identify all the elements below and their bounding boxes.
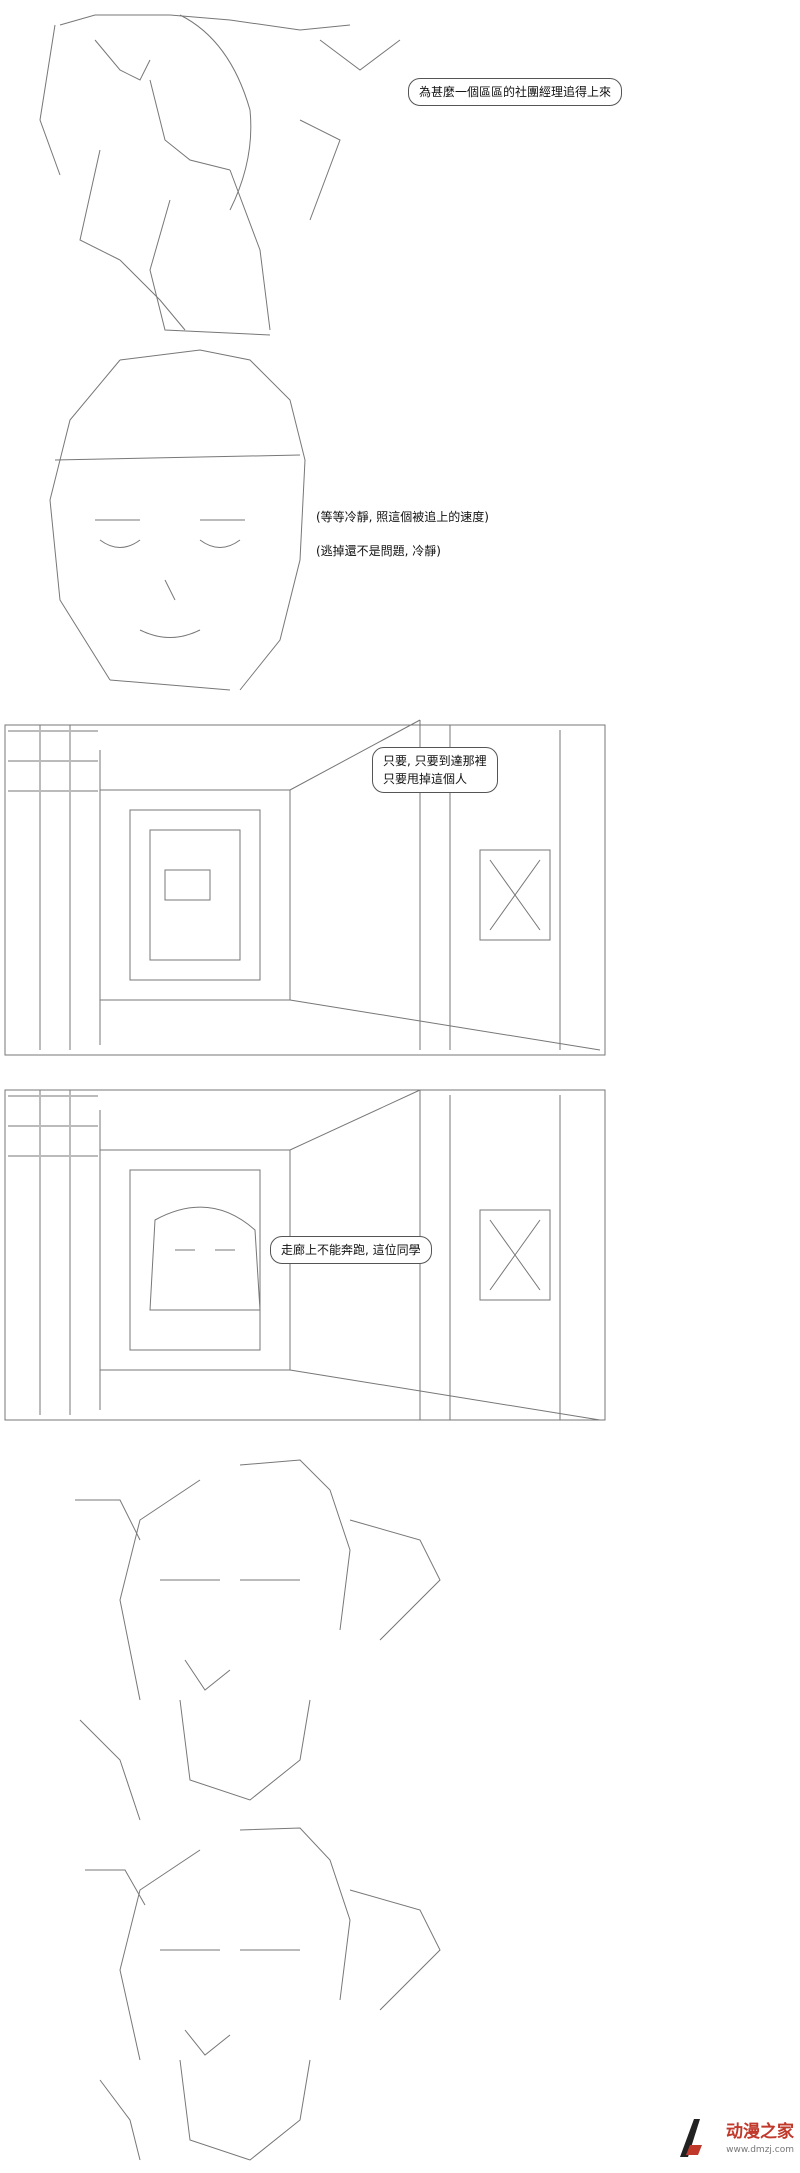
bubble-line: (等等冷靜, 照這個被追上的速度) xyxy=(316,510,489,524)
bubble-line: 走廊上不能奔跑, 這位同學 xyxy=(281,1243,421,1257)
watermark-logo-icon xyxy=(680,2119,702,2157)
panel-5-figure xyxy=(75,1459,441,1821)
panel-4-speech-bubble: 走廊上不能奔跑, 這位同學 xyxy=(270,1236,432,1264)
watermark-brand: 动漫之家 xyxy=(726,2122,794,2142)
bubble-line: (逃掉還不是問題, 冷靜) xyxy=(316,544,441,558)
panel-1-figure xyxy=(39,14,401,336)
panel-2-thought-1: (等等冷靜, 照這個被追上的速度) xyxy=(316,508,489,526)
bubble-line: 只要, 只要到達那裡 xyxy=(383,754,487,768)
watermark-url: www.dmzj.com xyxy=(726,2145,794,2155)
bubble-line: 為甚麼一個區區的社團經理追得上來 xyxy=(419,85,612,99)
panel-4-corridor xyxy=(4,1089,606,1421)
panel-2-figure xyxy=(49,349,306,691)
panel-2-thought-2: (逃掉還不是問題, 冷靜) xyxy=(316,542,441,560)
site-watermark: 动漫之家 www.dmzj.com xyxy=(676,2111,794,2169)
panel-1-speech-bubble: 為甚麼一個區區的社團經理追得上來 xyxy=(408,78,623,106)
bubble-line: 只要甩掉這個人 xyxy=(383,772,468,786)
panel-3-speech-bubble: 只要, 只要到達那裡 只要甩掉這個人 xyxy=(372,747,498,793)
panel-6-figure xyxy=(85,1827,441,2161)
panel-3-corridor xyxy=(4,719,606,1056)
